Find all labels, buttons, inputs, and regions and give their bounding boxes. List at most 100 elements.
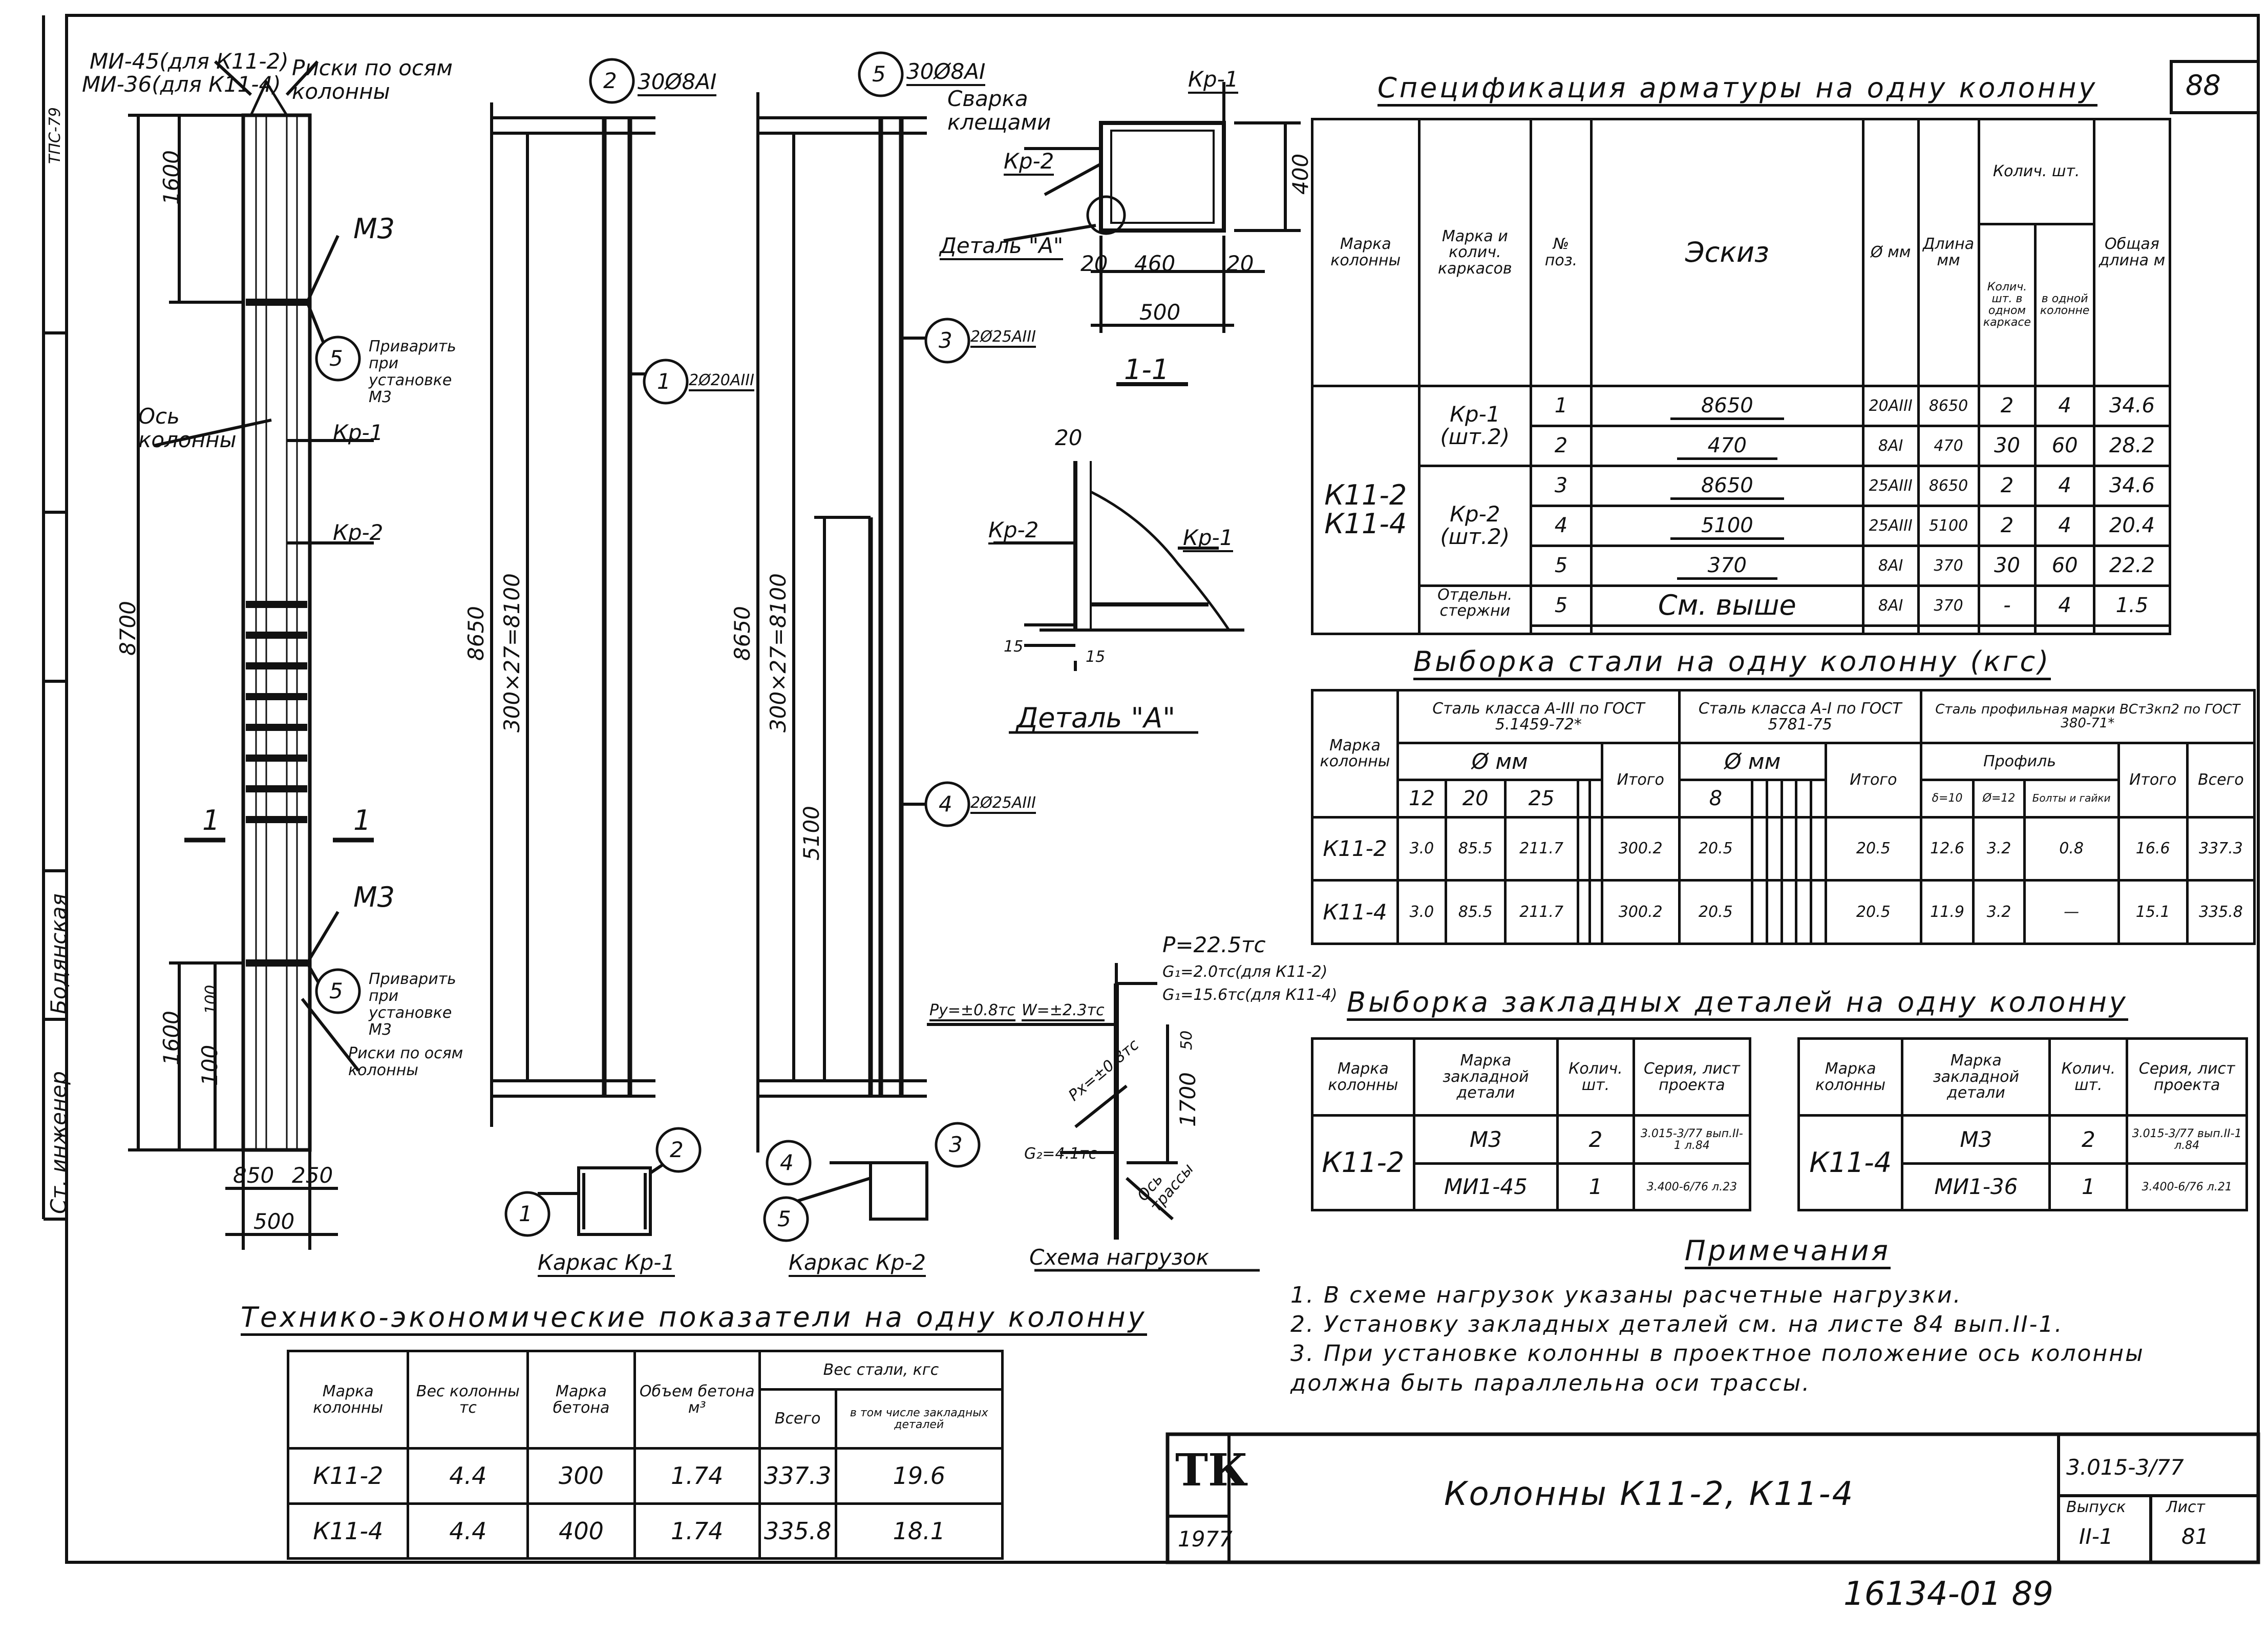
steel-table: Марка колонны Сталь класса А-III по ГОСТ…	[1311, 688, 2256, 945]
note-risk-bottom: Риски по осям колонны	[348, 1044, 463, 1079]
notes-title: Примечания	[1685, 1234, 1891, 1269]
steel-sub: δ=10	[1919, 779, 1975, 819]
steel-sub: 20	[1444, 779, 1507, 819]
pos-circle-4: 4	[939, 791, 952, 816]
steel-cell: 3.2	[1972, 815, 2026, 882]
dim-100b: 100	[202, 984, 220, 1014]
spec-hdr-frame: Марка и колич. каркасов	[1417, 118, 1533, 387]
bar-2-25-a: 2Ø25АIII	[970, 328, 1036, 348]
spec-sketch-bar: 5100	[1670, 514, 1784, 540]
tech-cell: 400	[526, 1502, 636, 1560]
steel-cell	[1765, 879, 1783, 945]
spec-q2: 4	[2034, 384, 2095, 427]
spec-q1: 30	[1977, 424, 2037, 467]
spec-d: 8АI	[1861, 424, 1920, 467]
steel-cell	[1588, 815, 1603, 882]
embed-hdr: Колич. шт.	[2048, 1037, 2129, 1117]
note-mi36: МИ-36(для К11-4)	[82, 72, 281, 97]
spec-sketch: 470	[1589, 424, 1864, 467]
steel-hdr-profile: Сталь профильная марки ВСт3кп2 по ГОСТ 3…	[1919, 688, 2256, 745]
steel-sub: 8	[1678, 779, 1753, 819]
load-py: Pу=±0.8тс	[929, 1001, 1015, 1021]
steel-sub: 25	[1503, 779, 1579, 819]
tech-hdr: в том числе закладных деталей	[834, 1388, 1004, 1450]
titleblock-vyp-label: Выпуск	[2066, 1498, 2126, 1516]
steel-cell: 3.2	[1972, 879, 2026, 945]
bar-30-8-kr2: 30Ø8АI	[906, 59, 986, 86]
spec-empty-cell	[2034, 624, 2095, 636]
tech-cell: 337.3	[758, 1447, 837, 1505]
spec-q2: 4	[2034, 584, 2095, 627]
sheet-number-box	[2170, 60, 2260, 114]
spec-pos: 2	[1530, 424, 1593, 467]
titleblock-vyp: II-1	[2079, 1524, 2113, 1549]
spec-empty-cell	[1977, 624, 2037, 636]
steel-cell	[1810, 815, 1828, 882]
pos-circle-5-top: 5	[872, 61, 886, 87]
spec-frame-separate: Отдельн. стержни	[1417, 584, 1533, 636]
vertical-code: ТПС-79	[46, 107, 64, 164]
section-mark-right: 1	[353, 804, 371, 836]
dim-1600-top: 1600	[159, 150, 184, 205]
spec-q2: 60	[2034, 424, 2095, 467]
spec-empty-cell	[1861, 624, 1920, 636]
steel-sub	[1576, 779, 1592, 819]
pos-circle-1: 1	[657, 369, 671, 394]
tech-hdr-steel: Вес стали, кгс	[758, 1350, 1004, 1391]
dim-300x27-kr2: 300×27=8100	[766, 573, 791, 732]
spec-len: 8650	[1917, 384, 1980, 427]
embed-table-right: Марка колонны Марка закладной детали Кол…	[1797, 1037, 2248, 1211]
steel-cell	[1576, 815, 1592, 882]
steel-cell: 11.9	[1919, 879, 1975, 945]
tech-cell: К11-2	[286, 1447, 410, 1505]
spec-hdr-q2: в одной колонне	[2034, 223, 2095, 387]
steel-cell: 85.5	[1444, 879, 1507, 945]
stamp-role: Ст. инженер	[46, 1071, 71, 1214]
spec-len: 370	[1917, 544, 1980, 587]
note-mi45: МИ-45(для К11-2)	[90, 49, 289, 74]
titleblock-list-label: Лист	[2166, 1498, 2206, 1516]
embed-qty: 1	[1556, 1162, 1635, 1211]
tech-cell: 18.1	[834, 1502, 1004, 1560]
spec-empty-cell	[1530, 624, 1593, 636]
pos-circle-3-kr2: 3	[949, 1132, 963, 1157]
label-kr2-detail: Кр-2	[988, 517, 1039, 544]
embed-qty: 2	[1556, 1114, 1635, 1165]
pos-circle-3: 3	[939, 328, 952, 353]
spec-total: 20.4	[2092, 504, 2172, 547]
spec-d: 8АI	[1861, 584, 1920, 627]
note-weld-tongs: Сварка клещами	[947, 86, 1051, 135]
spec-pos: 4	[1530, 504, 1593, 547]
load-g1-a: G₁=2.0тс(для К11-2)	[1162, 963, 1328, 981]
load-w: W=±2.3тс	[1022, 1001, 1105, 1021]
spec-sketch-bar: 370	[1677, 554, 1778, 580]
tech-hdr: Марка бетона	[526, 1350, 636, 1450]
steel-cell	[1780, 879, 1798, 945]
steel-cell: 20.5	[1825, 815, 1922, 882]
spec-q1: 2	[1977, 464, 2037, 507]
dim-100: 100	[197, 1044, 222, 1086]
pos-circle-2-top: 2	[603, 68, 617, 93]
label-m3-bottom: М3	[353, 881, 395, 913]
steel-cell: —	[2023, 879, 2120, 945]
spec-d: 20АIII	[1861, 384, 1920, 427]
spec-len: 5100	[1917, 504, 1980, 547]
steel-hdr-class1: Сталь класса А-I по ГОСТ 5781-75	[1678, 688, 1922, 745]
steel-cell: 15.1	[2117, 879, 2189, 945]
spec-hdr-d: Ø мм	[1861, 118, 1920, 387]
dim-400: 400	[1288, 153, 1313, 195]
embed-part: М3	[1412, 1114, 1559, 1165]
steel-cell: 85.5	[1444, 815, 1507, 882]
spec-total: 34.6	[2092, 464, 2172, 507]
tk-logo: ТК	[1175, 1444, 1248, 1496]
pos-circle-2-kr1: 2	[670, 1137, 684, 1162]
embed-mark: К11-4	[1797, 1114, 1904, 1211]
bar-2-20: 2Ø20АIII	[689, 371, 754, 391]
tech-cell: 300	[526, 1447, 636, 1505]
spec-d: 25АIII	[1861, 464, 1920, 507]
spec-pos: 1	[1530, 384, 1593, 427]
spec-total: 34.6	[2092, 384, 2172, 427]
steel-cell: 20.5	[1678, 815, 1753, 882]
spec-column-mark: К11-2 К11-4	[1311, 384, 1421, 636]
title-load-scheme: Схема нагрузок	[1029, 1245, 1209, 1270]
